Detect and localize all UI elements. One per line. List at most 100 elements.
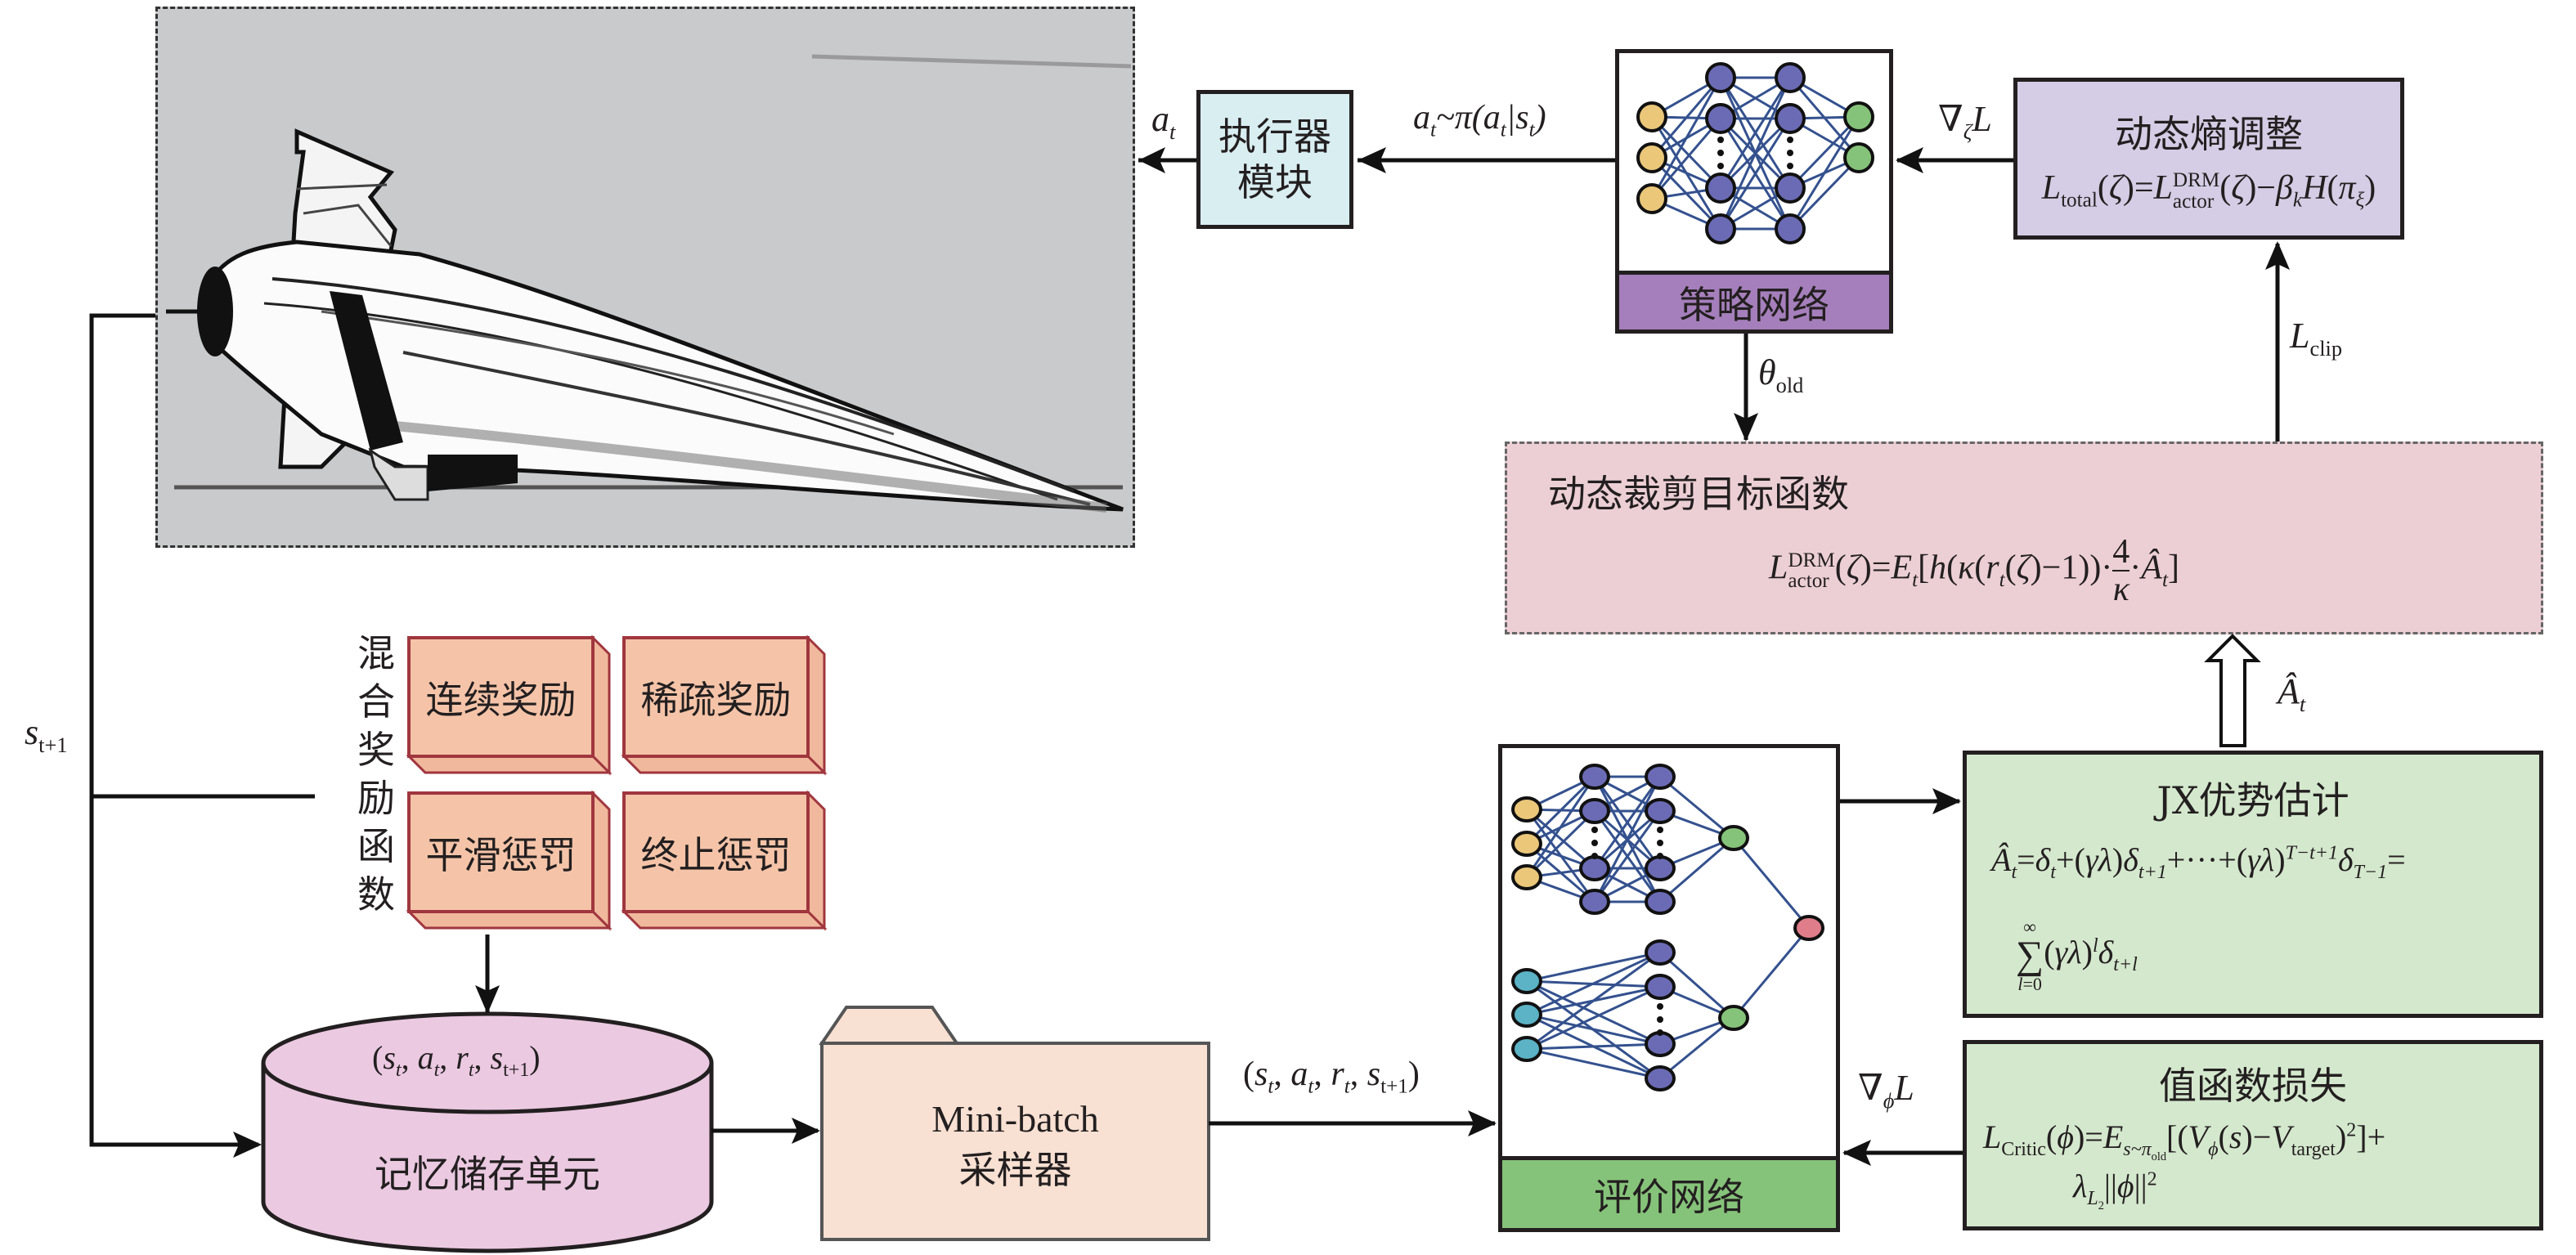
hidden-node xyxy=(1579,889,1610,915)
block-bottom-face xyxy=(406,910,613,930)
reward-block-termination-penalty: 终止惩罚 xyxy=(640,832,792,877)
critic-network-graph xyxy=(1511,764,1824,1091)
ellipsis-dot xyxy=(1787,150,1793,156)
network-edge xyxy=(1788,115,1860,190)
hidden-node xyxy=(1645,764,1676,790)
executor-label-line2: 模块 xyxy=(1237,160,1313,204)
merge-node xyxy=(1718,1005,1749,1031)
ellipsis-dot xyxy=(1657,853,1663,859)
network-edge xyxy=(1659,775,1735,840)
environment-panel xyxy=(155,7,1135,548)
memory-label: 记忆储存单元 xyxy=(375,1152,600,1196)
value-loss-formula-line1: LCritic(ϕ)=Es~πold[(Vϕ(s)−Vtarget)2]+ xyxy=(1983,1118,2386,1163)
block-bottom-face xyxy=(621,910,828,930)
value-gradient-label: ∇ϕL xyxy=(1858,1068,1914,1113)
block-side-face xyxy=(591,790,611,931)
input-node xyxy=(1636,142,1667,173)
network-edge xyxy=(1650,77,1722,159)
hidden-node xyxy=(1579,798,1610,824)
hidden-node xyxy=(1645,889,1676,915)
ellipsis-dot xyxy=(1717,150,1724,156)
hidden-node xyxy=(1645,798,1676,824)
block-side-face xyxy=(806,790,826,931)
network-edge xyxy=(1659,1016,1735,1080)
reward-block-sparse: 稀疏奖励 xyxy=(640,677,792,722)
reward-function-title: 混 合 奖 励 函 数 xyxy=(357,631,395,917)
network-edge xyxy=(1526,1013,1661,1046)
policy-network-label: 策略网络 xyxy=(1679,282,1829,327)
value-output-node xyxy=(1793,915,1824,941)
hidden-node xyxy=(1705,213,1736,244)
executor-module: 执行器 模块 xyxy=(1196,90,1353,229)
block-bottom-face xyxy=(406,755,613,774)
memory-tuple: (st, at, rt, st+1) xyxy=(372,1039,541,1081)
l-clip-label: Lclip xyxy=(2290,316,2343,361)
clip-objective-title: 动态裁剪目标函数 xyxy=(1548,472,1849,516)
ellipsis-dot xyxy=(1591,853,1598,859)
network-edge xyxy=(1593,810,1662,903)
value-loss-title: 值函数损失 xyxy=(2159,1064,2347,1108)
hidden-node xyxy=(1645,939,1676,966)
ellipsis-dot xyxy=(1657,840,1663,846)
ellipsis-dot xyxy=(1657,1016,1663,1023)
hidden-node xyxy=(1775,62,1806,93)
policy-sample-label: at~π(at|st) xyxy=(1413,99,1546,141)
network-edge xyxy=(1526,808,1595,870)
sampler-label-line2: 采样器 xyxy=(958,1148,1072,1192)
input-node xyxy=(1511,796,1542,822)
network-edge xyxy=(1659,836,1735,903)
policy-network-footer: 策略网络 xyxy=(1619,271,1889,329)
advantage-hollow-arrow xyxy=(2204,634,2261,747)
hidden-node xyxy=(1775,173,1806,204)
hidden-node xyxy=(1705,62,1736,93)
theta-old-label: θold xyxy=(1758,352,1804,397)
jx-advantage-formula-line2: ∞∑l=0(γλ)lδt+l xyxy=(2016,917,2138,994)
hidden-node xyxy=(1775,213,1806,244)
network-edge xyxy=(1525,809,1596,879)
sampler-label-line1: Mini-batch xyxy=(931,1098,1099,1140)
network-edge xyxy=(1650,77,1722,199)
input-node xyxy=(1636,183,1667,214)
ellipsis-dot xyxy=(1591,827,1598,833)
input-node xyxy=(1636,101,1667,132)
hidden-node xyxy=(1645,974,1676,1000)
network-edge xyxy=(1732,837,1811,929)
network-edge xyxy=(1526,951,1661,1016)
input-node xyxy=(1511,864,1542,890)
hidden-node xyxy=(1579,764,1610,790)
ellipsis-dot xyxy=(1717,137,1724,143)
ellipsis-dot xyxy=(1657,1029,1663,1036)
batch-tuple-label: (st, at, rt, st+1) xyxy=(1243,1056,1420,1098)
critic-network-footer: 评价网络 xyxy=(1502,1156,1836,1228)
block-side-face xyxy=(806,634,826,776)
input-node-state xyxy=(1511,968,1542,994)
network-edge xyxy=(1526,1042,1661,1051)
network-edge xyxy=(1788,156,1860,231)
input-node xyxy=(1511,831,1542,857)
network-edge xyxy=(1525,776,1596,878)
ellipsis-dot xyxy=(1657,827,1663,833)
policy-network: 策略网络 xyxy=(1615,49,1893,334)
reward-block-smooth-penalty: 平滑惩罚 xyxy=(425,832,577,877)
network-edge xyxy=(1659,951,1735,1020)
hidden-node xyxy=(1705,103,1736,134)
input-node-state xyxy=(1511,1002,1542,1028)
sampler-label: Mini-batch 采样器 xyxy=(822,1079,1209,1210)
executor-label-line1: 执行器 xyxy=(1218,114,1331,159)
jx-advantage-title: JX优势估计 xyxy=(2156,778,2349,822)
hidden-node xyxy=(1645,1031,1676,1057)
network-edge xyxy=(1526,1047,1661,1080)
critic-network: 评价网络 xyxy=(1498,744,1840,1232)
ellipsis-dot xyxy=(1787,137,1793,143)
reward-block-continuous: 连续奖励 xyxy=(425,677,577,722)
entropy-gradient-label: ∇ζL xyxy=(1938,99,1992,144)
network-edge xyxy=(1526,951,1661,1051)
output-node xyxy=(1843,142,1874,173)
network-edge xyxy=(1650,115,1722,190)
action-output-label: at xyxy=(1151,99,1176,144)
block-side-face xyxy=(591,634,611,776)
hidden-node xyxy=(1705,173,1736,204)
hidden-node xyxy=(1579,855,1610,881)
